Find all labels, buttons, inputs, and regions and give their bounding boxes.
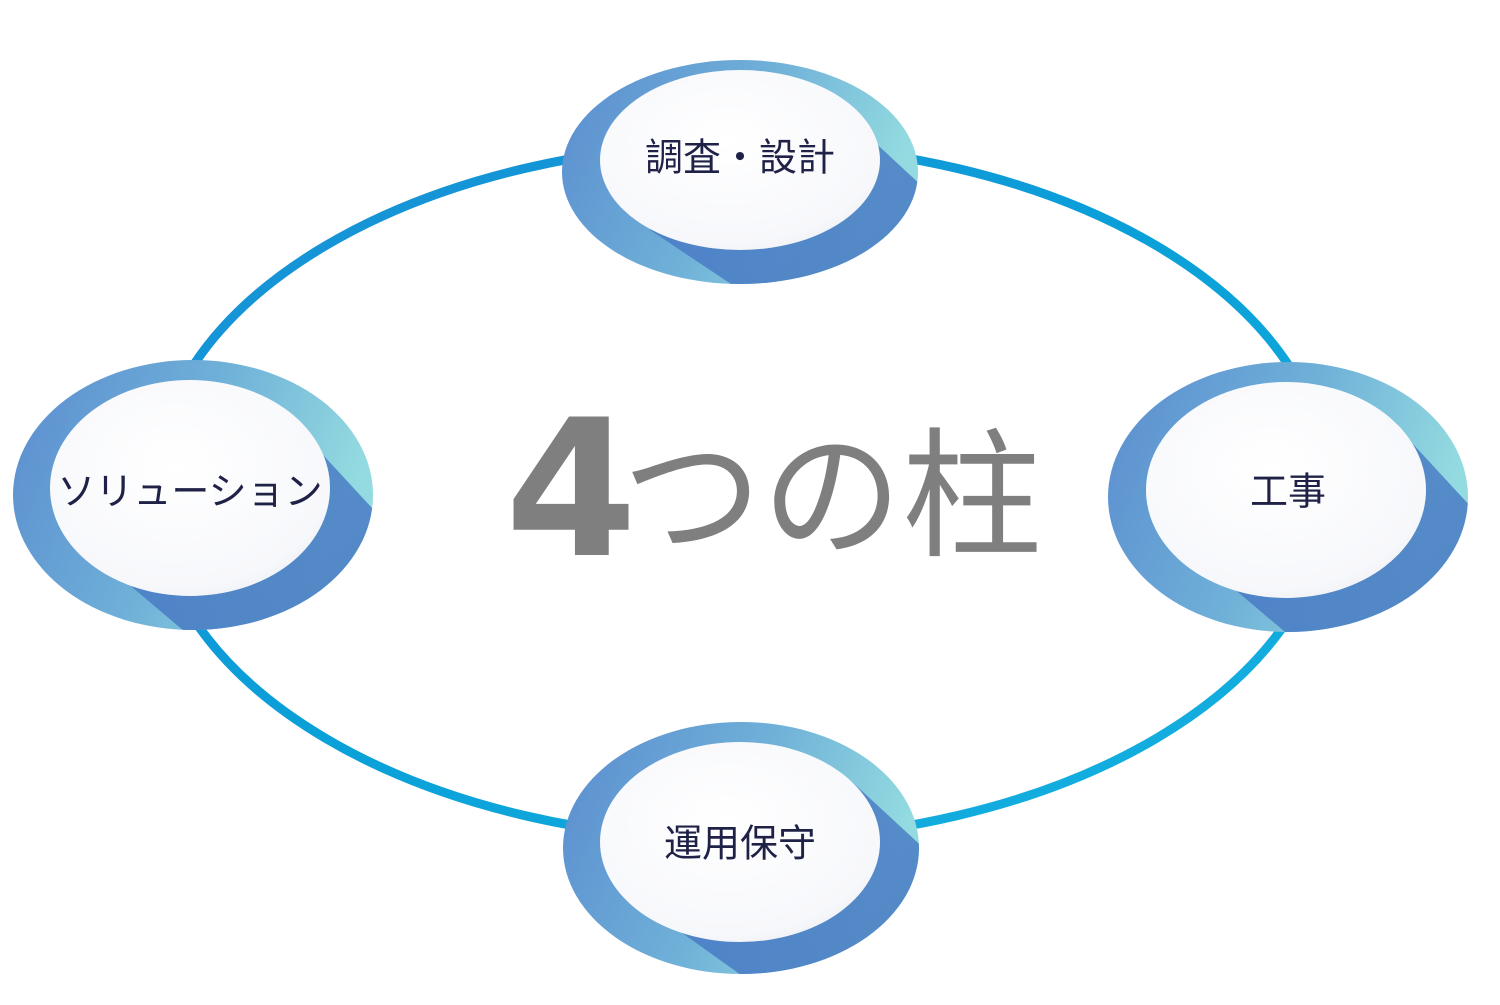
node-inner-disc (1146, 382, 1426, 598)
node-label: ソリューション (57, 470, 322, 514)
center-number: 4 (505, 379, 637, 600)
node-operation-maintenance[interactable]: 運用保守 (563, 722, 980, 1005)
node-inner-disc (600, 70, 880, 250)
node-label: 運用保守 (664, 822, 816, 866)
node-label: 調査・設計 (645, 136, 835, 180)
center-text: つの柱 (622, 416, 1042, 579)
node-inner-disc (50, 380, 330, 596)
node-construction[interactable]: 工事 (1108, 362, 1500, 670)
node-label: 工事 (1250, 470, 1326, 514)
node-inner-disc (600, 742, 880, 942)
center-title: 4 つの柱 (505, 379, 1042, 600)
node-solution[interactable]: ソリューション (13, 360, 420, 670)
node-survey-design[interactable]: 調査・設計 (562, 60, 980, 330)
